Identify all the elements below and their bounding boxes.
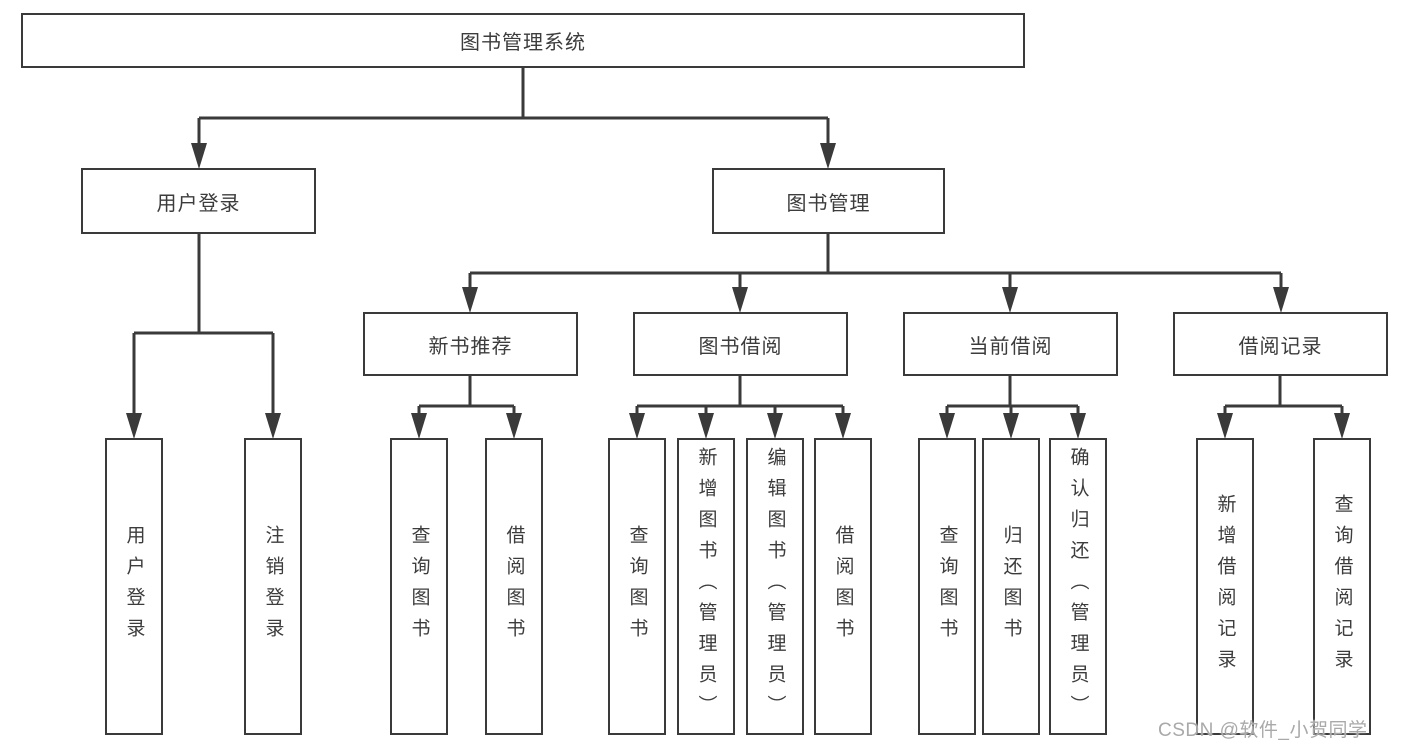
node-book-borrow-label: 图书借阅 [698,335,783,358]
leaf-add-book-admin-label: 新增图书（管理员） [695,447,717,726]
node-current-borrow-label: 当前借阅 [968,335,1053,358]
leaf-query-books-3-label: 查询图书 [936,524,958,649]
leaf-logout: 注销登录 [244,438,302,735]
arrow-icon [1334,413,1350,439]
arrow-icon [1273,287,1289,313]
node-new-book-recommend-label: 新书推荐 [428,335,513,358]
arrow-icon [411,413,427,439]
arrow-icon [835,413,851,439]
leaf-edit-book-admin-label: 编辑图书（管理员） [764,447,786,726]
leaf-logout-label: 注销登录 [262,524,284,649]
leaf-return-books-label: 归还图书 [1000,524,1022,649]
leaf-confirm-return-admin: 确认归还（管理员） [1049,438,1107,735]
leaf-query-books-2-label: 查询图书 [626,524,648,649]
node-book-management: 图书管理 [712,168,945,234]
arrow-icon [767,413,783,439]
node-root-label: 图书管理系统 [460,32,586,54]
arrow-icon [265,413,281,439]
leaf-add-book-admin: 新增图书（管理员） [677,438,735,735]
leaf-borrow-books-1-label: 借阅图书 [503,524,525,649]
leaf-add-borrow-record: 新增借阅记录 [1196,438,1254,735]
leaf-user-login: 用户登录 [105,438,163,735]
node-new-book-recommend: 新书推荐 [363,312,578,376]
arrow-icon [191,143,207,169]
arrow-icon [1002,287,1018,313]
arrow-icon [629,413,645,439]
leaf-query-books-3: 查询图书 [918,438,976,735]
arrow-icon [1070,413,1086,439]
node-book-management-label: 图书管理 [786,192,871,215]
leaf-query-borrow-record-label: 查询借阅记录 [1331,493,1353,680]
csdn-watermark: CSDN @软件_小贺同学 [1158,720,1368,741]
arrow-icon [126,413,142,439]
arrow-icon [462,287,478,313]
arrow-icon [1217,413,1233,439]
node-book-borrow: 图书借阅 [633,312,848,376]
leaf-user-login-label: 用户登录 [123,524,145,649]
leaf-query-books-1-label: 查询图书 [408,524,430,649]
leaf-query-books-1: 查询图书 [390,438,448,735]
arrow-icon [698,413,714,439]
leaf-borrow-books-2: 借阅图书 [814,438,872,735]
arrow-icon [939,413,955,439]
leaf-query-books-2: 查询图书 [608,438,666,735]
node-borrow-records: 借阅记录 [1173,312,1388,376]
leaf-query-borrow-record: 查询借阅记录 [1313,438,1371,735]
leaf-return-books: 归还图书 [982,438,1040,735]
leaf-borrow-books-2-label: 借阅图书 [832,524,854,649]
arrow-icon [820,143,836,169]
leaf-edit-book-admin: 编辑图书（管理员） [746,438,804,735]
node-root: 图书管理系统 [21,13,1025,68]
node-user-login-label: 用户登录 [156,192,241,215]
node-borrow-records-label: 借阅记录 [1238,335,1323,358]
arrow-icon [732,287,748,313]
arrow-icon [1003,413,1019,439]
node-user-login: 用户登录 [81,168,316,234]
leaf-borrow-books-1: 借阅图书 [485,438,543,735]
leaf-add-borrow-record-label: 新增借阅记录 [1214,493,1236,680]
arrow-icon [506,413,522,439]
leaf-confirm-return-admin-label: 确认归还（管理员） [1067,447,1089,726]
node-current-borrow: 当前借阅 [903,312,1118,376]
